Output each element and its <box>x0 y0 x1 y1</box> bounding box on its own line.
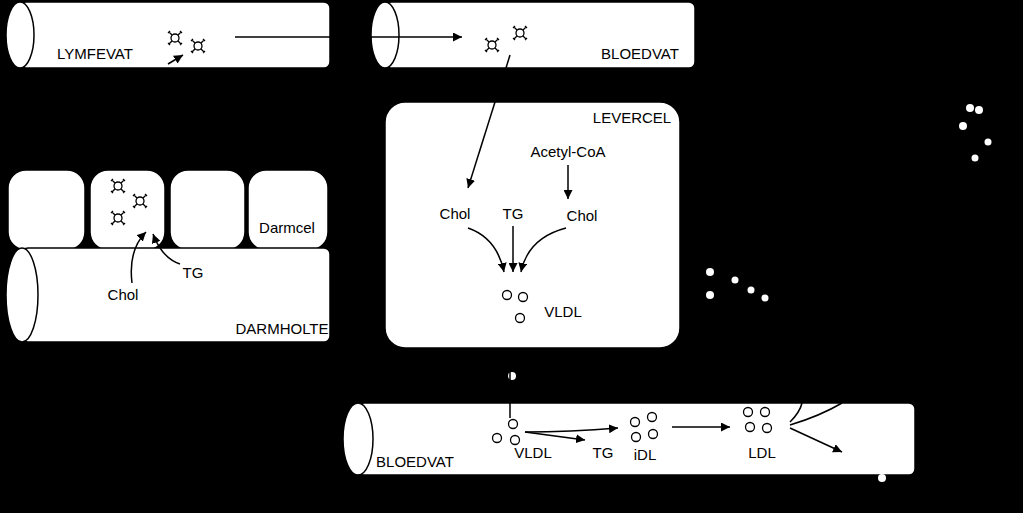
lipoprotein <box>493 291 772 445</box>
cell-label: Darmcel <box>259 220 315 237</box>
vessel-label: BLOEDVAT <box>601 46 679 63</box>
intestinal-cell <box>248 170 328 250</box>
vessel-box: BLOEDVAT <box>343 403 915 475</box>
flow-connector <box>495 68 506 102</box>
flow-arrow <box>131 37 842 452</box>
cell-label: LEVERCEL <box>593 110 671 127</box>
lumen-box: DARMHOLTE <box>6 248 330 342</box>
lumen-label: DARMHOLTE <box>235 321 328 338</box>
blood-vessel <box>343 403 915 475</box>
vessel-box: BLOEDVAT <box>371 2 695 68</box>
substance-label: TG <box>503 206 524 223</box>
intestine-lumen <box>6 248 330 342</box>
cell-box: LEVERCEL <box>385 102 680 348</box>
intestinal-cell <box>90 170 165 250</box>
vessel-box: LYMFEVAT <box>6 2 330 68</box>
cell-box: Darmcel <box>248 170 328 248</box>
substance-label: VLDL <box>514 445 552 462</box>
chylomicron <box>111 26 527 225</box>
vessel-label: BLOEDVAT <box>376 454 454 471</box>
substance-label: Chol <box>440 206 471 223</box>
substance-label: Chol <box>567 208 598 225</box>
flow-connector <box>330 36 371 38</box>
particle-dot <box>508 104 992 482</box>
intestinal-cell <box>170 170 245 250</box>
substance-label: Acetyl-CoA <box>530 144 605 161</box>
intestinal-cell <box>8 170 85 250</box>
lymph-vessel <box>6 2 330 68</box>
flow-connector <box>509 348 511 403</box>
vessel-label: LYMFEVAT <box>57 46 133 63</box>
blood-vessel <box>371 2 695 68</box>
substance-label: iDL <box>634 447 657 464</box>
liver-cell <box>385 102 680 348</box>
substance-label: TG <box>183 265 204 282</box>
substance-label: Chol <box>108 287 139 304</box>
substance-label: TG <box>593 445 614 462</box>
substance-label: LDL <box>748 445 776 462</box>
substance-label: VLDL <box>544 304 582 321</box>
